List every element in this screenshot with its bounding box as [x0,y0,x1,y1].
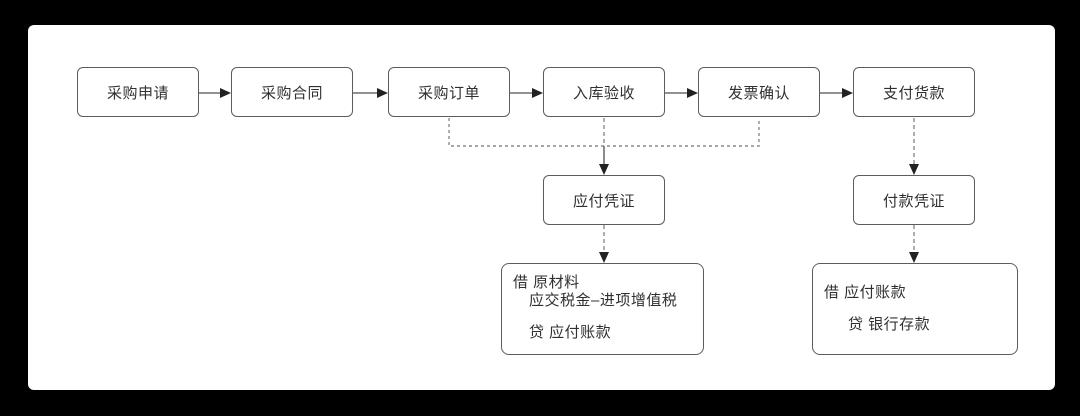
arrow-contract-to-order [353,88,388,98]
dashed-arrow-payable-voucher-to-journal [599,225,609,263]
arrow-request-to-contract [198,88,231,98]
dashed-arrow-payment-to-voucher [909,118,919,175]
voucher-node-payment: 付款凭证 [853,175,975,225]
flow-node-purchase-order: 采购订单 [388,67,510,117]
flow-node-pay-goods: 支付货款 [853,67,975,117]
arrow-bus-to-payable-voucher [599,146,609,175]
flow-node-goods-receipt-label: 入库验收 [572,84,635,102]
flow-node-purchase-request-label: 采购申请 [106,84,169,102]
voucher-node-payment-label: 付款凭证 [882,192,945,210]
flow-node-purchase-request: 采购申请 [77,67,199,117]
flow-node-purchase-order-label: 采购订单 [417,84,480,102]
journal-payment-spacer [824,302,1009,316]
flow-node-pay-goods-label: 支付货款 [882,84,945,102]
voucher-node-payable: 应付凭证 [543,175,665,225]
arrow-order-to-receipt [509,88,543,98]
arrow-invoice-to-payment [820,88,853,98]
journal-payable-debit-line-2: 应交税金–进项增值税 [529,292,678,309]
voucher-node-payable-label: 应付凭证 [572,192,635,210]
flowchart-canvas: 采购申请 采购合同 采购订单 入库验收 发票确认 支付货款 应付凭证 付款凭证 … [28,25,1055,390]
flow-node-invoice-confirm: 发票确认 [698,67,820,117]
connector-layer [198,88,919,263]
journal-box-payable: 借 原材料 应交税金–进项增值税 贷 应付账款 [501,263,704,355]
journal-payable-spacer [513,310,695,324]
journal-payment-credit-line: 贷 银行存款 [848,316,931,333]
journal-payable-debit-line-1: 借 原材料 [513,274,580,291]
flow-node-goods-receipt: 入库验收 [543,67,665,117]
journal-payable-credit-line: 贷 应付账款 [529,324,612,341]
arrow-receipt-to-invoice [665,88,698,98]
journal-box-payment: 借 应付账款 贷 银行存款 [812,263,1018,355]
flow-node-purchase-contract: 采购合同 [231,67,353,117]
journal-payment-debit-line: 借 应付账款 [824,284,907,301]
flow-node-purchase-contract-label: 采购合同 [260,84,323,102]
flow-node-invoice-confirm-label: 发票确认 [727,84,790,102]
dashed-arrow-payment-voucher-to-journal [909,225,919,263]
